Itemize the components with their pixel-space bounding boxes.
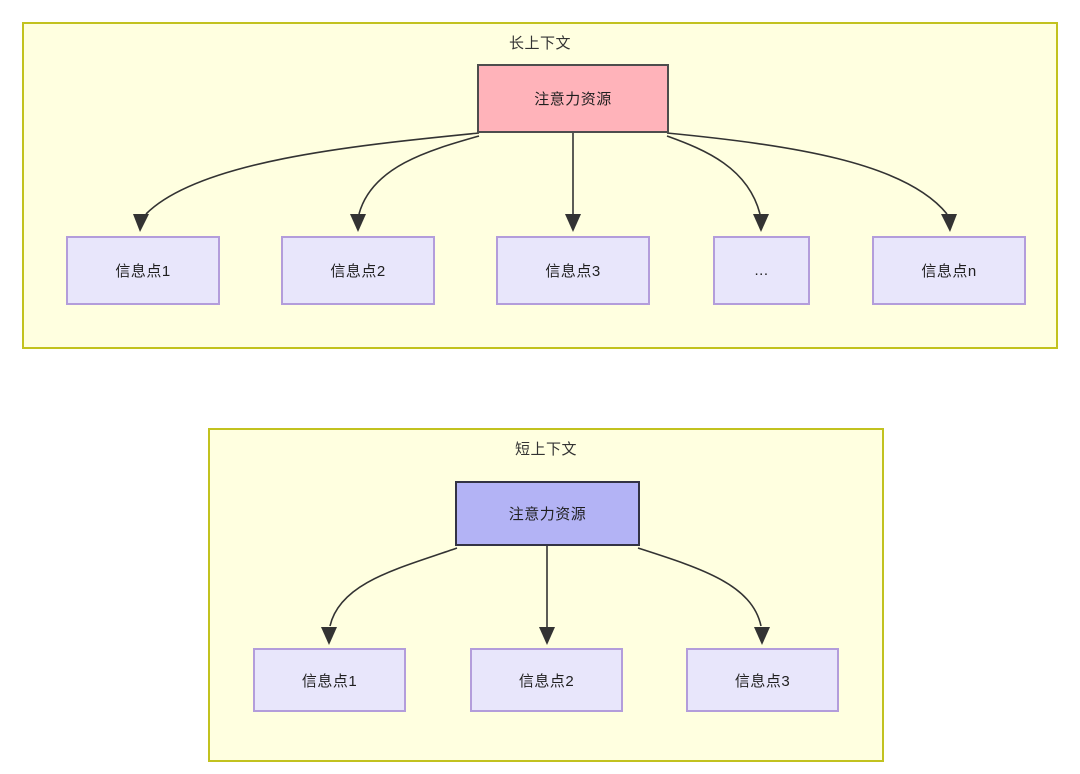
node-label: 注意力资源 [508,506,587,523]
node-label: ... [754,262,769,279]
node-long-context-info-1[interactable]: 信息点1 [66,236,220,305]
node-long-context-info-n[interactable]: 信息点n [872,236,1026,305]
node-short-context-attention-resource[interactable]: 注意力资源 [455,481,640,546]
node-label: 信息点2 [518,672,575,690]
node-long-context-attention-resource[interactable]: 注意力资源 [477,64,669,133]
node-label: 信息点n [921,263,977,280]
node-label: 信息点1 [115,263,171,280]
node-short-context-info-1[interactable]: 信息点1 [253,648,406,712]
node-label: 信息点3 [734,672,791,690]
node-short-context-info-2[interactable]: 信息点2 [470,648,623,712]
panel-long-context-title: 长上下文 [508,35,571,52]
node-label: 注意力资源 [534,91,612,108]
node-label: 信息点1 [301,672,358,690]
node-long-context-info-2[interactable]: 信息点2 [281,236,435,305]
node-label: 信息点2 [330,263,386,280]
node-label: 信息点3 [545,263,601,280]
node-long-context-info-3[interactable]: 信息点3 [496,236,650,305]
node-long-context-info-ellipsis[interactable]: ... [713,236,810,305]
node-short-context-info-3[interactable]: 信息点3 [686,648,839,712]
panel-short-context-title: 短上下文 [514,441,577,458]
